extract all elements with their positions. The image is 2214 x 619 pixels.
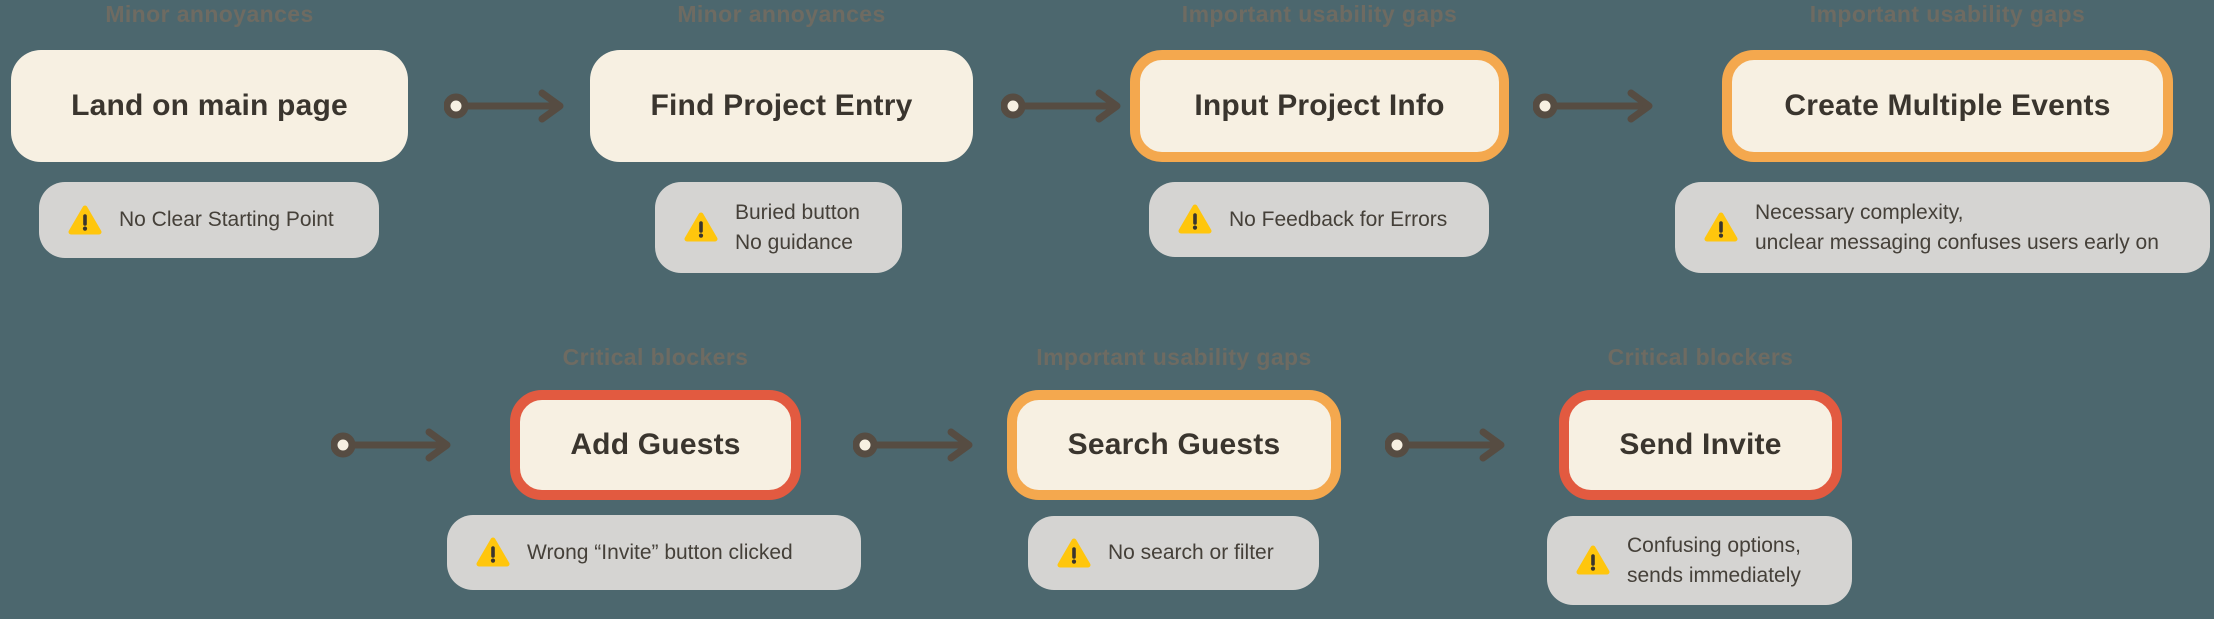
step-box-send-invite: Send Invite — [1559, 390, 1842, 500]
step-title: Add Guests — [570, 428, 741, 461]
step-box-find-project-entry: Find Project Entry — [590, 50, 973, 162]
severity-category-label: Critical blockers — [562, 344, 749, 370]
step-title: Find Project Entry — [650, 89, 913, 122]
flow-arrow-icon — [1385, 428, 1505, 462]
step-title: Search Guests — [1067, 428, 1281, 461]
pain-point-text: No search or filter — [1108, 541, 1274, 565]
pain-point-note: Necessary complexity, unclear messaging … — [1675, 182, 2210, 273]
pain-point-note: Confusing options, sends immediately — [1547, 516, 1852, 605]
severity-category-label: Important usability gaps — [1181, 1, 1458, 27]
pain-point-note: No search or filter — [1028, 516, 1319, 590]
pain-point-note: No Feedback for Errors — [1149, 182, 1489, 257]
flow-arrow-icon — [331, 428, 451, 462]
pain-point-text: Wrong “Invite” button clicked — [527, 540, 793, 564]
pain-point-text: Necessary complexity, unclear messaging … — [1755, 201, 2159, 254]
severity-category-label: Important usability gaps — [1036, 344, 1312, 370]
pain-point-text: No Feedback for Errors — [1229, 207, 1448, 231]
flow-arrow-icon — [853, 428, 973, 462]
step-title: Input Project Info — [1194, 89, 1445, 122]
pain-point-text: Confusing options, sends immediately — [1627, 534, 1801, 587]
pain-point-note: No Clear Starting Point — [39, 182, 379, 258]
warning-icon — [1704, 212, 1738, 242]
warning-icon — [1178, 204, 1212, 234]
pain-point-note: Wrong “Invite” button clicked — [447, 515, 861, 590]
severity-category-label: Minor annoyances — [105, 1, 314, 27]
severity-category-label: Minor annoyances — [677, 1, 886, 27]
step-box-input-project-info: Input Project Info — [1130, 50, 1509, 162]
step-box-add-guests: Add Guests — [510, 390, 801, 500]
severity-category-label: Important usability gaps — [1809, 1, 2086, 27]
pain-point-text: Buried button No guidance — [735, 201, 860, 254]
severity-category-label: Critical blockers — [1607, 344, 1794, 370]
step-title: Send Invite — [1619, 428, 1782, 461]
flow-arrow-icon — [1001, 89, 1121, 123]
step-box-land-on-main-page: Land on main page — [11, 50, 408, 162]
pain-point-text: No Clear Starting Point — [119, 208, 334, 232]
warning-icon — [476, 537, 510, 567]
flow-arrow-icon — [1533, 89, 1653, 123]
warning-icon — [1576, 545, 1610, 575]
warning-icon — [684, 212, 718, 242]
step-box-search-guests: Search Guests — [1007, 390, 1341, 500]
flow-arrow-icon — [444, 89, 564, 123]
step-box-create-multiple-events: Create Multiple Events — [1722, 50, 2173, 162]
pain-point-note: Buried button No guidance — [655, 182, 902, 273]
step-title: Land on main page — [71, 89, 348, 122]
warning-icon — [68, 205, 102, 234]
warning-icon — [1057, 538, 1091, 567]
step-title: Create Multiple Events — [1784, 89, 2111, 122]
